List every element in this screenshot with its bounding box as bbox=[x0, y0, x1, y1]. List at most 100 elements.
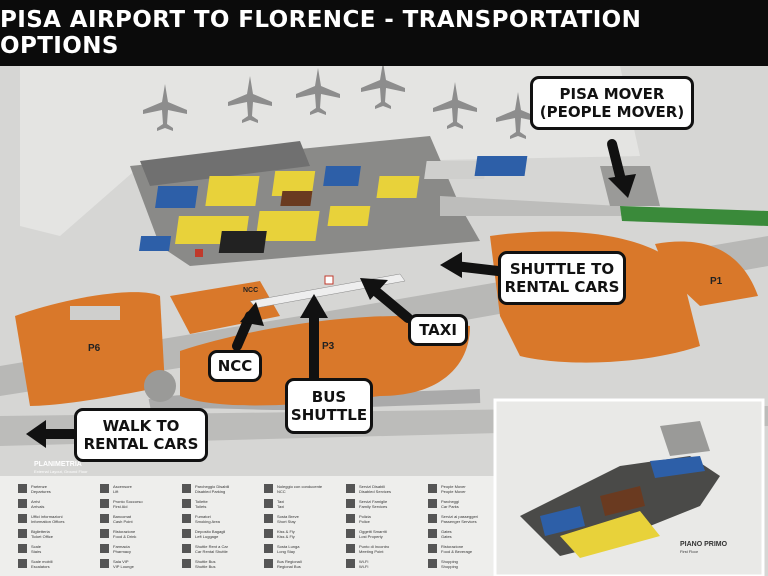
bus-shuttle-callout: BUS SHUTTLE bbox=[285, 378, 373, 434]
legend-icon bbox=[264, 499, 273, 508]
legend-sublabel: Smoking Area bbox=[195, 519, 221, 524]
legend-label: Arrivi bbox=[31, 499, 40, 504]
legend-sublabel: Arrivals bbox=[31, 504, 44, 509]
legend-label: Oggetti Smarriti bbox=[359, 529, 387, 534]
legend-label: Deposito Bagagli bbox=[195, 529, 225, 534]
legend-label: Kiss & Fly bbox=[277, 529, 295, 534]
legend-icon bbox=[346, 559, 355, 568]
legend-label: Sala VIP bbox=[113, 559, 129, 564]
legend-label: Wi-Fi bbox=[359, 559, 368, 564]
legend-icon bbox=[428, 499, 437, 508]
legend-icon bbox=[100, 499, 109, 508]
legend-icon bbox=[346, 544, 355, 553]
legend-label: Shopping bbox=[441, 559, 458, 564]
legend-sublabel: Shopping bbox=[441, 564, 458, 569]
planimetria-label: PLANIMETRIA bbox=[34, 461, 82, 468]
parking-lot-p6 bbox=[15, 292, 165, 406]
legend-sublabel: Pharmacy bbox=[113, 549, 131, 554]
legend-sublabel: Short Stay bbox=[277, 519, 296, 524]
legend-label: Ristorazione bbox=[113, 529, 136, 534]
legend-icon bbox=[100, 484, 109, 493]
legend-label: Servizi Disabili bbox=[359, 484, 385, 489]
legend-sublabel: Police bbox=[359, 519, 371, 524]
piano-primo-sub: First Floor bbox=[680, 549, 699, 554]
taxi-arrow bbox=[367, 283, 413, 323]
p6-label: P6 bbox=[88, 343, 101, 354]
page-title: PISA AIRPORT TO FLORENCE - TRANSPORTATIO… bbox=[0, 7, 642, 59]
airplane-icon bbox=[296, 68, 340, 115]
arrowhead-icon bbox=[360, 278, 388, 300]
legend-icon bbox=[428, 514, 437, 523]
legend-icon bbox=[182, 544, 191, 553]
arrowhead-icon bbox=[608, 174, 636, 198]
aircraft-group bbox=[143, 66, 540, 139]
legend-sublabel: Long Stay bbox=[277, 549, 295, 554]
legend-label: Partenze bbox=[31, 484, 48, 489]
legend-icon bbox=[182, 514, 191, 523]
people-mover-track bbox=[620, 206, 768, 226]
taxi-callout: TAXI bbox=[408, 314, 468, 346]
walk-rental-callout: WALK TO RENTAL CARS bbox=[74, 408, 208, 462]
legend-icon bbox=[346, 499, 355, 508]
first-floor-building bbox=[520, 421, 720, 558]
legend-sublabel: Passenger Services bbox=[441, 519, 477, 524]
legend-icon bbox=[264, 529, 273, 538]
legend-label: Parcheggio Disabili bbox=[195, 484, 229, 489]
legend-icon bbox=[346, 529, 355, 538]
p1-label: P1 bbox=[710, 276, 723, 287]
legend-label: Ristorazione bbox=[441, 544, 464, 549]
legend-label: Scale bbox=[31, 544, 42, 549]
legend-sublabel: Taxi bbox=[277, 504, 284, 509]
legend-sublabel: Wi-Fi bbox=[359, 564, 368, 569]
legend-sublabel: Kiss & Fly bbox=[277, 534, 295, 539]
legend-sublabel: Ticket Office bbox=[31, 534, 54, 539]
legend-sublabel: Toilets bbox=[195, 504, 206, 509]
parking-lot-p1 bbox=[655, 241, 758, 306]
airplane-icon bbox=[496, 92, 540, 139]
legend-label: Ascensore bbox=[113, 484, 133, 489]
legend-sublabel: Disabled Services bbox=[359, 489, 391, 494]
legend-label: Shuttle Bus bbox=[195, 559, 215, 564]
legend-icon bbox=[428, 559, 437, 568]
legend-sublabel: Family Services bbox=[359, 504, 387, 509]
arrowhead-icon bbox=[300, 294, 328, 318]
legend-sublabel: Departures bbox=[31, 489, 51, 494]
legend-icon bbox=[264, 484, 273, 493]
p3-label: P3 bbox=[322, 341, 335, 352]
legend-icon bbox=[100, 514, 109, 523]
legend-label: Taxi bbox=[277, 499, 284, 504]
legend-sublabel: Car Rental Shuttle bbox=[195, 549, 228, 554]
legend-label: Pronto Soccorso bbox=[113, 499, 143, 504]
legend-sublabel: Car Parks bbox=[441, 504, 459, 509]
arrowheads bbox=[26, 174, 636, 448]
arrowhead-icon bbox=[440, 252, 462, 278]
shuttle-rental-callout: SHUTTLE TO RENTAL CARS bbox=[498, 251, 626, 305]
legend-label: Noleggio con conducente bbox=[277, 484, 323, 489]
legend-icon bbox=[428, 484, 437, 493]
airport-map: P1 NCC P3 P6 PLANIMETRIA External Layout… bbox=[0, 66, 768, 576]
legend-sublabel: People Mover bbox=[441, 489, 466, 494]
planimetria-sub: External Layout, Ground Floor bbox=[34, 469, 88, 474]
ncc-callout: NCC bbox=[208, 350, 262, 382]
legend-label: Servizi Famiglie bbox=[359, 499, 388, 504]
legend-label: Sosta Breve bbox=[277, 514, 300, 519]
legend-label: Shuttle Rent a Car bbox=[195, 544, 229, 549]
legend-label: Sosta Lunga bbox=[277, 544, 300, 549]
legend-label: Polizia bbox=[359, 514, 372, 519]
arrowhead-icon bbox=[240, 302, 264, 326]
airplane-icon bbox=[143, 84, 187, 131]
legend-icon bbox=[100, 544, 109, 553]
legend-sublabel: Regional Bus bbox=[277, 564, 301, 569]
parking-lot-p3 bbox=[180, 316, 470, 406]
legend-label: Parcheggi bbox=[441, 499, 459, 504]
legend-icon bbox=[182, 529, 191, 538]
legend-sublabel: Gates bbox=[441, 534, 452, 539]
roundabout bbox=[144, 370, 176, 402]
walkway bbox=[440, 196, 640, 216]
legend-sublabel: Cash Point bbox=[113, 519, 133, 524]
legend-sublabel: First Aid bbox=[113, 504, 127, 509]
bus-stop-icon bbox=[324, 275, 334, 285]
arrowhead-icon bbox=[26, 420, 46, 448]
legend-icon bbox=[18, 484, 27, 493]
